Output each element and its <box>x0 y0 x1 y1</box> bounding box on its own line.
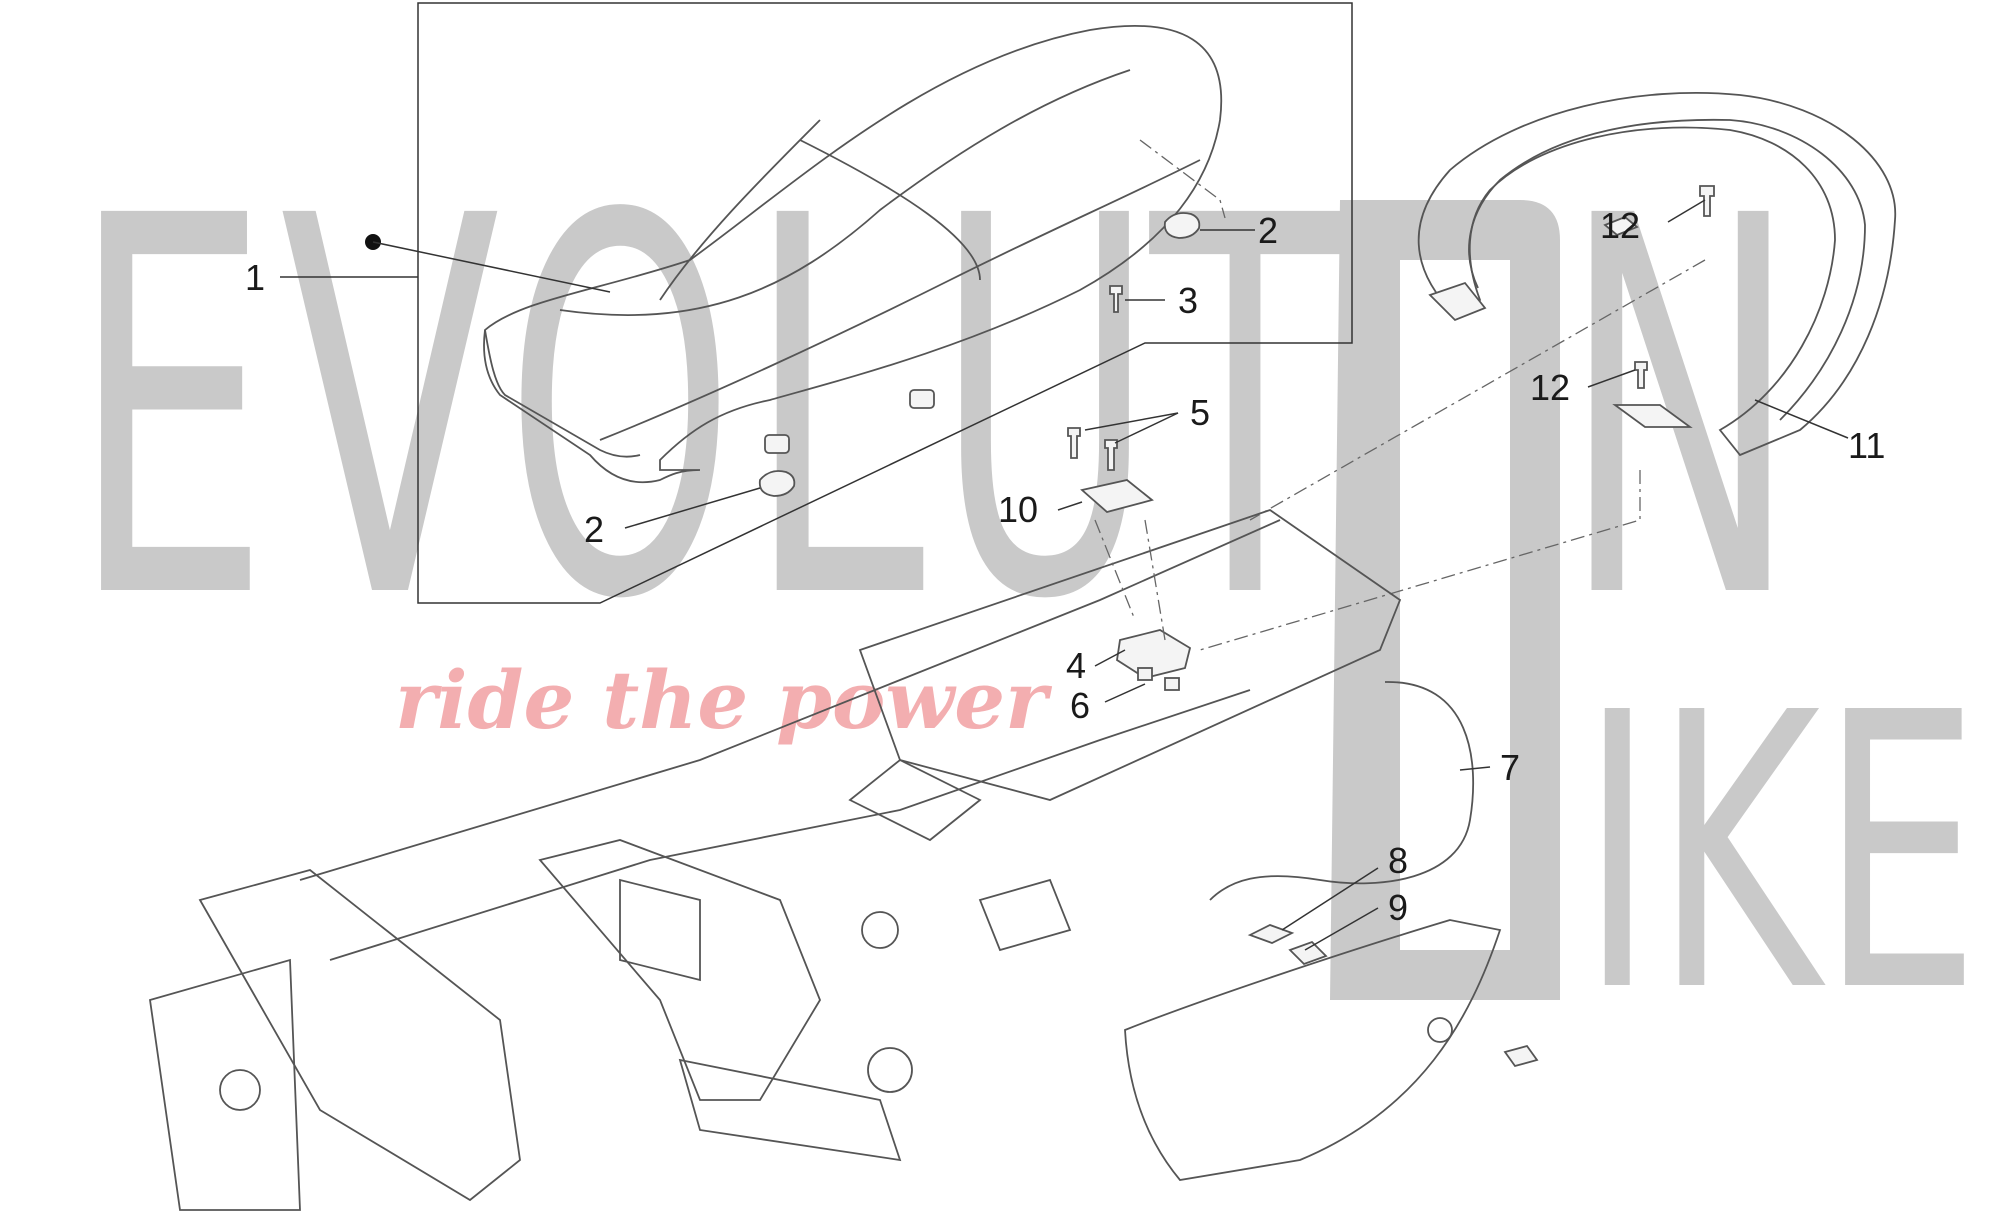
callout-6: 6 <box>1070 685 1090 726</box>
grab-rail-outer <box>1417 92 1896 457</box>
callout-7: 7 <box>1500 747 1520 788</box>
frame-front-plate <box>148 958 301 1211</box>
seat-peg-left <box>764 434 790 454</box>
leader-5a <box>1084 412 1179 431</box>
bracket-8 <box>1247 924 1295 944</box>
leader-8 <box>1281 867 1379 931</box>
grab-rail-bracket-left <box>1428 281 1487 322</box>
rail-dash-line-2 <box>1199 470 1641 651</box>
watermark-big-o-shape <box>1330 200 1560 1000</box>
leader-9 <box>1304 907 1379 951</box>
watermark-letter-o: O <box>505 107 735 713</box>
seat-outline <box>483 24 1223 484</box>
leader-2-lower <box>624 487 761 529</box>
callout-12-lower: 12 <box>1530 367 1570 408</box>
bolt-5-left <box>1067 427 1081 459</box>
leader-11 <box>1754 399 1849 439</box>
latch-dash-line <box>1094 519 1136 621</box>
watermark-word-bike: IKE <box>1580 632 1980 1075</box>
frame-rail-upper <box>299 519 1281 881</box>
grommet-2-lower <box>758 470 796 497</box>
seat-dash-line <box>1139 139 1226 219</box>
watermark-letter-l: L <box>745 107 927 713</box>
callout-12-upper: 12 <box>1600 205 1640 246</box>
frame-crossmember <box>848 758 982 842</box>
callout-2-upper: 2 <box>1258 210 1278 251</box>
lock-dash-line <box>1144 519 1166 641</box>
callout-3: 3 <box>1178 280 1198 321</box>
grab-rail <box>1199 92 1896 651</box>
leader-5b <box>1114 412 1179 444</box>
seat-seam-3 <box>799 139 981 281</box>
callout-11: 11 <box>1848 425 1885 466</box>
grab-rail-bracket-right <box>1612 404 1693 428</box>
leader-12-lower <box>1587 369 1636 388</box>
leader-4 <box>1094 649 1126 667</box>
seat-lock-4 <box>1116 629 1192 679</box>
tail-cover-fastener <box>1503 1044 1539 1068</box>
callout-10: 10 <box>998 489 1038 530</box>
callout-2-lower: 2 <box>584 509 604 550</box>
frame-stand <box>678 1058 902 1162</box>
seat-seam-1 <box>559 69 1131 316</box>
watermark-letter-e: E <box>70 107 270 713</box>
callout-leaders <box>280 199 1849 951</box>
nut-6-right <box>1164 677 1180 691</box>
frame-hole-3 <box>861 911 899 949</box>
screw-3 <box>1109 285 1123 313</box>
watermark-letter-v: V <box>280 107 501 713</box>
leader-6 <box>1104 683 1146 703</box>
tail-cover-hole <box>1427 1017 1453 1043</box>
grab-rail-inner <box>1468 118 1866 421</box>
frame-rail-lower <box>329 689 1251 961</box>
callouts: 1 2 2 3 4 5 6 7 8 9 10 11 12 12 <box>245 205 1885 928</box>
leader-10 <box>1057 501 1083 511</box>
callout-9: 9 <box>1388 887 1408 928</box>
watermark: E V O L U T I N IKE ride the power <box>70 107 1980 1075</box>
bolt-12-lower <box>1634 361 1648 389</box>
grab-rail-tab-upper <box>1603 215 1639 237</box>
seat-group-frame <box>417 2 1353 604</box>
seat-peg-right <box>909 389 935 409</box>
seat-seam-2 <box>599 159 1201 441</box>
leader-7 <box>1459 766 1491 771</box>
latch-plate-10 <box>1080 479 1154 513</box>
watermark-tagline: ride the power <box>395 653 1052 747</box>
frame-tube-mid <box>538 839 822 1101</box>
clip-9 <box>1288 940 1328 966</box>
tail-cover <box>1124 919 1502 1181</box>
frame-hole-2 <box>867 1047 913 1093</box>
nut-6-left <box>1137 667 1153 681</box>
leader-12-upper <box>1667 199 1706 223</box>
frame-bracket-b <box>978 878 1072 952</box>
callout-4: 4 <box>1066 645 1086 686</box>
seat-rear-face <box>484 329 641 458</box>
frame-tube-front <box>198 869 521 1202</box>
frame-bracket-a <box>619 878 701 982</box>
bolt-12-upper <box>1699 185 1715 217</box>
seat-group <box>365 2 1353 604</box>
grommet-2-upper <box>1163 212 1201 239</box>
seat-marker-leader <box>372 241 611 293</box>
release-cable-7 <box>1209 681 1475 901</box>
callout-1: 1 <box>245 257 265 298</box>
watermark-letter-n: N <box>1560 107 1800 713</box>
seat-seam-4 <box>659 119 821 301</box>
frame <box>148 427 1539 1211</box>
callout-5: 5 <box>1190 392 1210 433</box>
rail-dash-line-1 <box>1249 259 1706 521</box>
callout-8: 8 <box>1388 840 1408 881</box>
watermark-letter-t: T <box>1145 107 1344 713</box>
frame-hole-1 <box>219 1069 261 1111</box>
